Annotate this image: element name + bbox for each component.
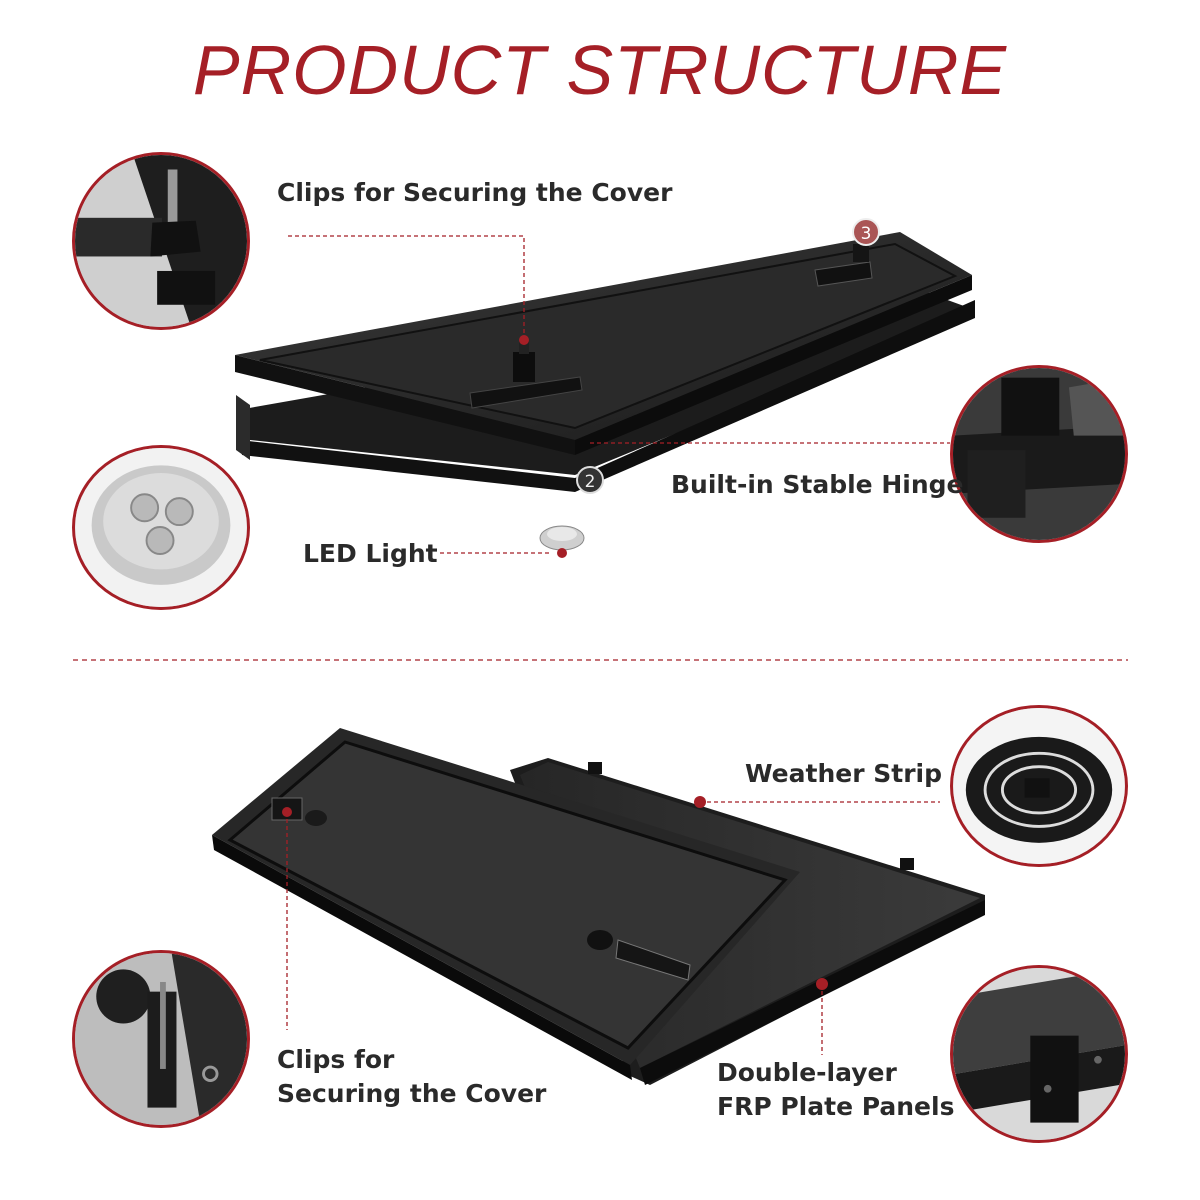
clip-latch-detail: [72, 950, 250, 1128]
label-weather-strip: Weather Strip: [745, 759, 942, 788]
label-hinge: Built-in Stable Hinge: [671, 470, 964, 499]
open-cover-image: [212, 728, 985, 1085]
svg-text:2: 2: [585, 472, 596, 492]
label-clips-bottom-line2: Securing the Cover: [277, 1079, 547, 1108]
hinge-detail: [950, 365, 1128, 543]
led-light-icon: [75, 448, 247, 607]
page-title: PRODUCT STRUCTURE: [192, 31, 1008, 109]
label-panels-line1: Double-layer: [717, 1058, 897, 1087]
svg-text:3: 3: [861, 224, 872, 244]
marker-3: 3: [852, 218, 880, 246]
label-clips-bottom-line1: Clips for: [277, 1045, 395, 1074]
clip-latch-icon: [75, 953, 247, 1125]
led-light-detail: [72, 445, 250, 610]
weather-strip-detail: [950, 705, 1128, 867]
hinge-icon: [953, 368, 1125, 540]
label-panels-line2: FRP Plate Panels: [717, 1092, 955, 1121]
frp-panel-icon: [953, 968, 1125, 1140]
clip-knob-icon: [75, 155, 247, 327]
frp-panel-detail: [950, 965, 1128, 1143]
label-led-light: LED Light: [303, 539, 438, 568]
clip-knob-detail: [72, 152, 250, 330]
folded-cover-image: [235, 232, 975, 551]
weather-strip-icon: [953, 708, 1125, 864]
label-clips-top: Clips for Securing the Cover: [277, 178, 673, 207]
marker-2: 2: [576, 466, 604, 494]
